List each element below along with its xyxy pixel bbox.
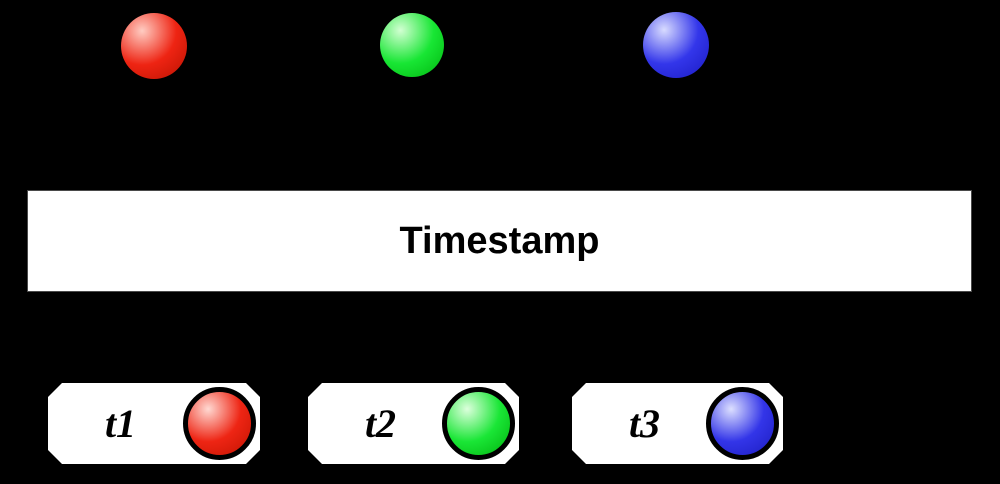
red-sphere-top <box>121 13 187 79</box>
timestamp-box-t1: t1 <box>48 383 260 464</box>
red-sphere-boxed <box>183 387 256 460</box>
green-sphere-top <box>380 13 444 77</box>
timestamp-box-t3-label: t3 <box>628 401 661 446</box>
timestamp-box-t2: t2 <box>308 383 519 464</box>
timestamp-bar-label: Timestamp <box>399 219 600 262</box>
blue-sphere-boxed <box>706 387 779 460</box>
timestamp-bar: Timestamp <box>27 190 972 292</box>
timestamp-box-t3: t3 <box>572 383 783 464</box>
blue-sphere-top <box>643 12 709 78</box>
green-sphere-boxed <box>442 387 515 460</box>
timestamp-box-t2-label: t2 <box>364 401 397 446</box>
timestamp-box-t1-label: t1 <box>104 401 137 446</box>
